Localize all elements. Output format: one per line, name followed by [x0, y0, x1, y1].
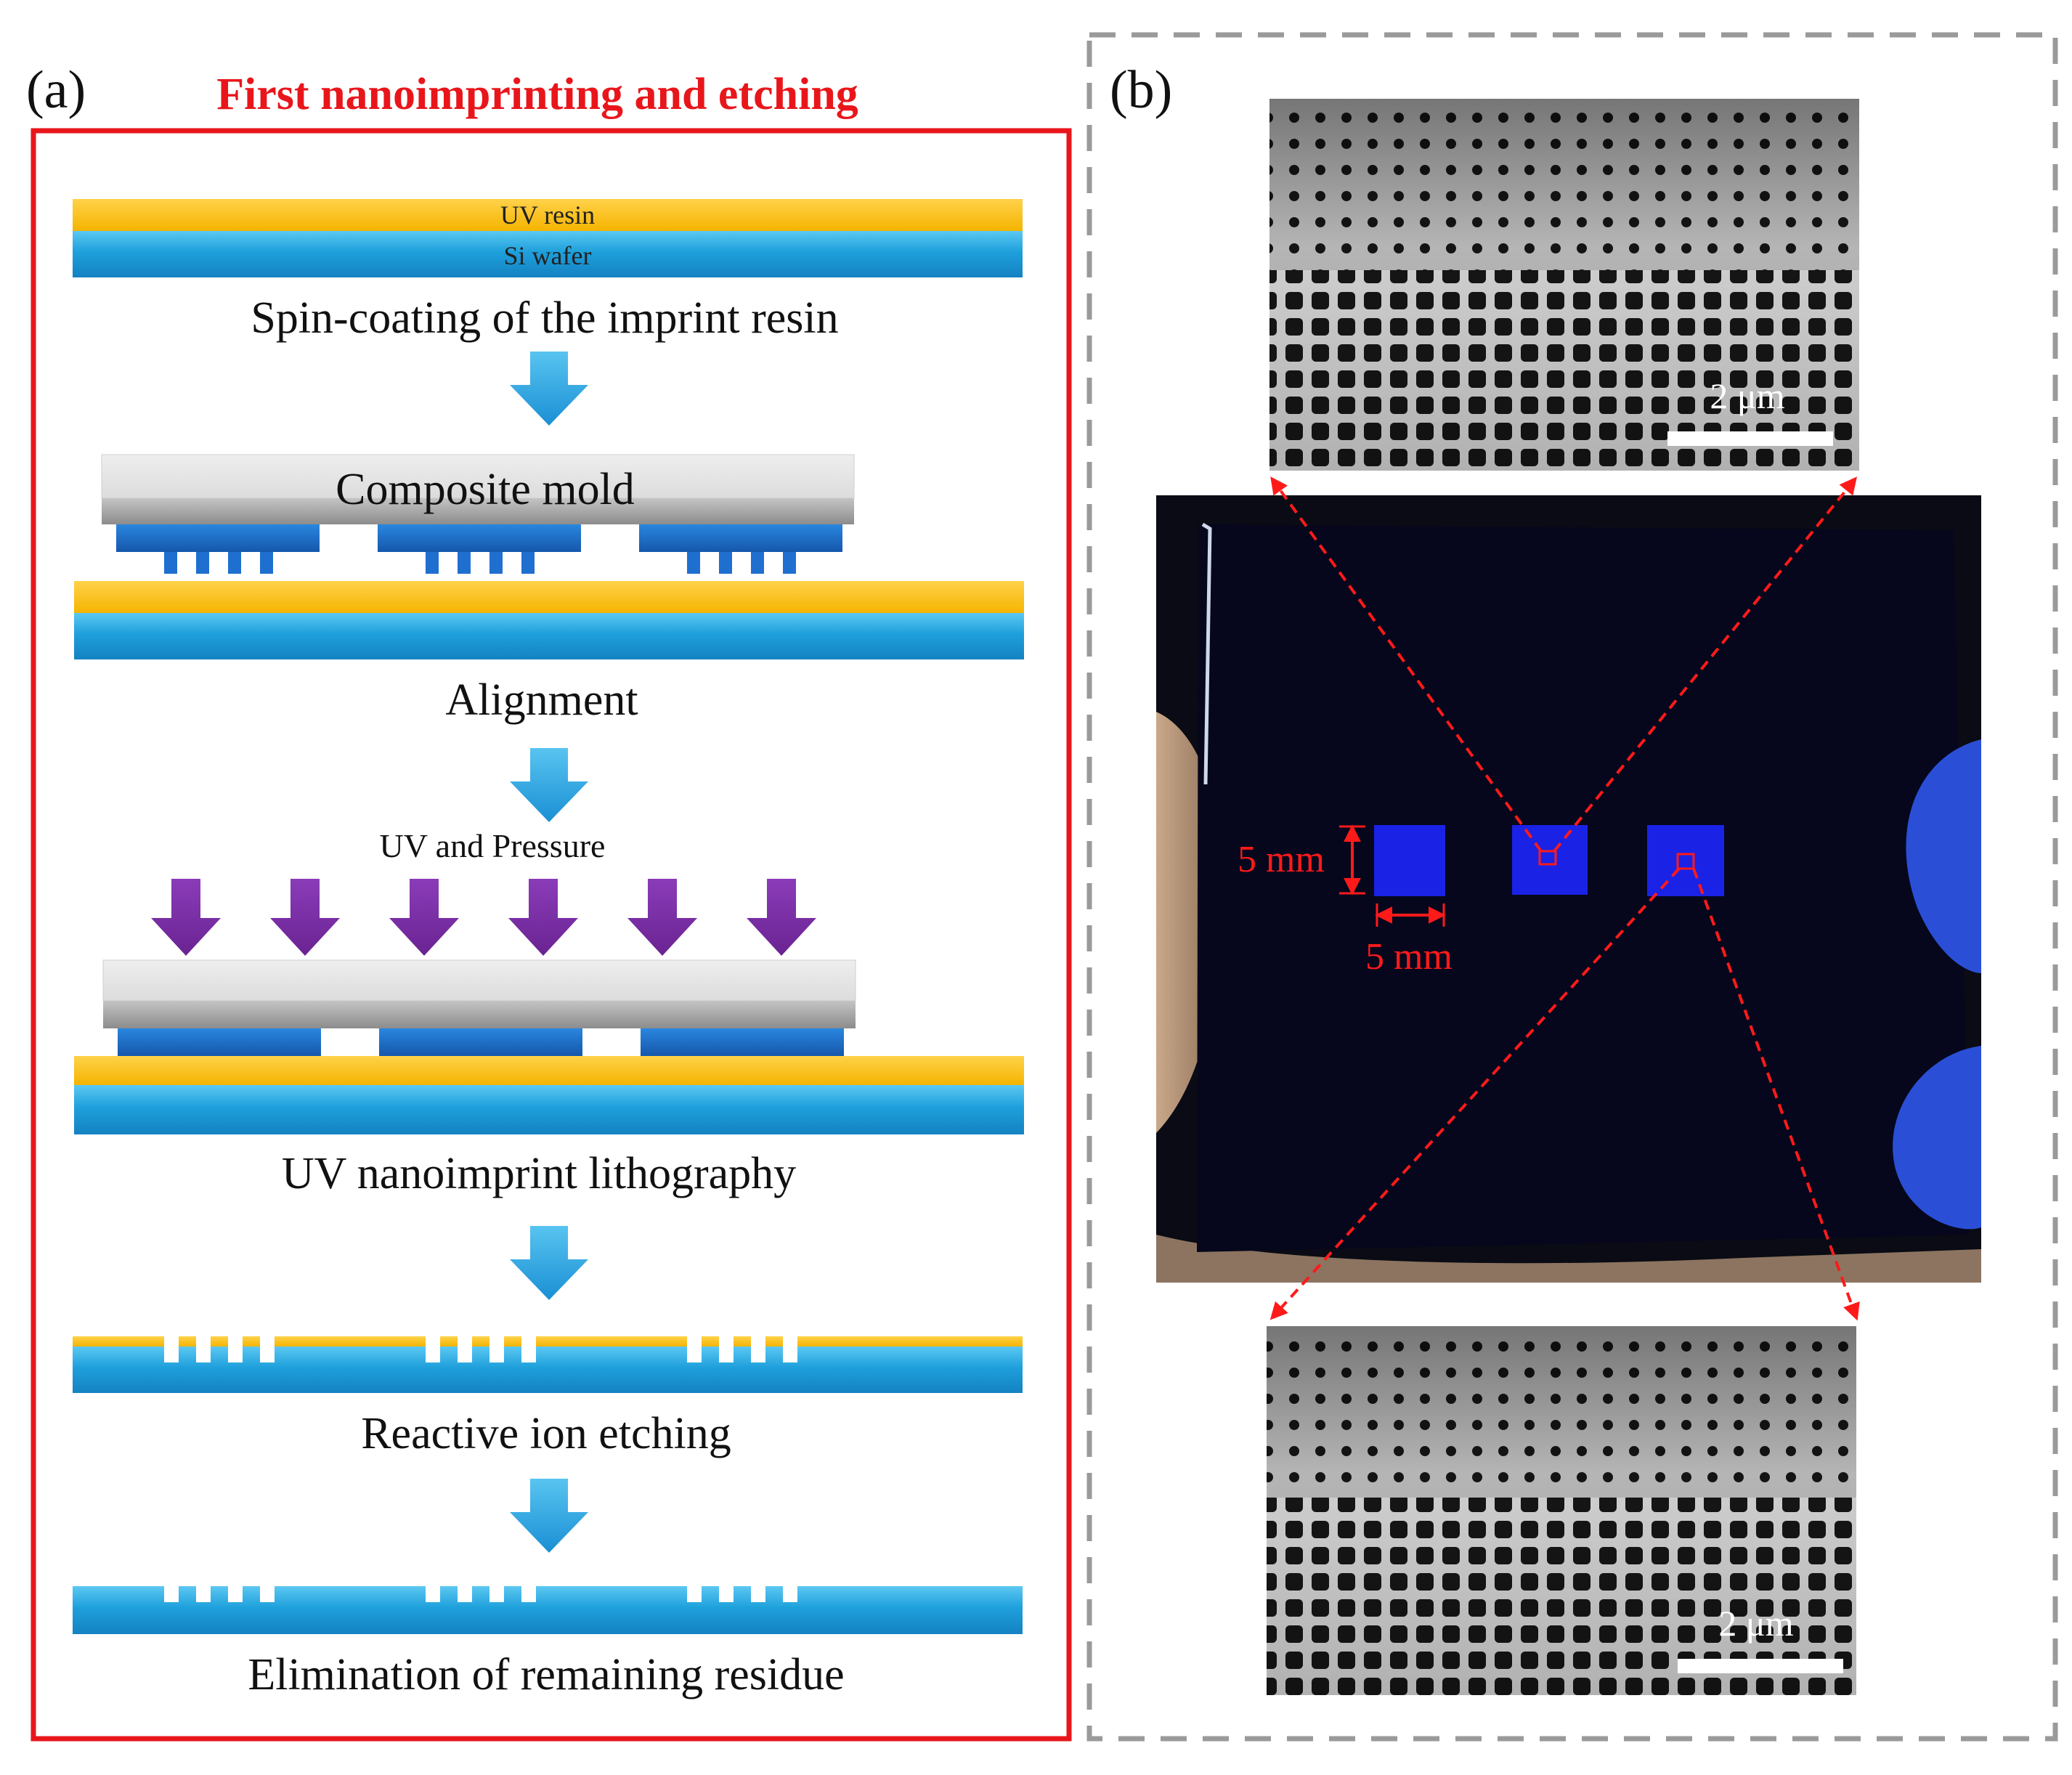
panel-b-label: (b)	[1110, 60, 1172, 120]
step-label-uv-nanoimprint: UV nanoimprint lithography	[282, 1149, 796, 1198]
scale-bar-label-bottom: 2 μm	[1718, 1603, 1793, 1644]
dimension-label-vertical: 5 mm	[1238, 839, 1325, 880]
resin-label: UV resin	[500, 200, 595, 230]
panel-a-frame	[31, 128, 1072, 1742]
panel-a-label: (a)	[26, 60, 86, 120]
uv-arrow-icon	[747, 879, 816, 956]
flow-arrow-icon	[510, 1226, 588, 1300]
composite-mold-band	[102, 498, 854, 524]
flow-arrow-icon	[510, 748, 588, 822]
zoom-region-right	[1676, 853, 1695, 870]
uv-pressure-label: UV and Pressure	[380, 827, 606, 864]
resin-layer	[74, 1056, 1024, 1085]
step-label-alignment: Alignment	[445, 675, 638, 725]
flow-arrow-icon	[510, 352, 588, 426]
step-spin-coating: UV resin Si wafer Spin-coating of the im…	[73, 199, 1023, 343]
tweezer-tip-lower	[1893, 1046, 1981, 1230]
zoom-region-center	[1538, 850, 1557, 866]
wafer-layer	[73, 1347, 1023, 1393]
resin-layer	[73, 1336, 1023, 1347]
step-label-reactive-ion-etching: Reactive ion etching	[361, 1409, 731, 1458]
uv-arrow-icon	[389, 879, 459, 956]
step-reactive-ion-etching: Reactive ion etching	[73, 1336, 1023, 1458]
sem-image-bottom: 2 μm	[1267, 1326, 1856, 1695]
tweezer-tip-upper	[1906, 739, 1981, 973]
step-label-residue-removal: Elimination of remaining residue	[248, 1650, 844, 1699]
imprint-pad-left	[1374, 825, 1445, 896]
step-label-spin-coating: Spin-coating of the imprint resin	[251, 293, 838, 343]
wafer-layer	[73, 231, 1023, 277]
panel-b-frame	[1086, 32, 2058, 1742]
step-alignment: Composite mold Alignment	[74, 454, 1024, 725]
uv-arrow-icon	[151, 879, 221, 956]
scale-bar-bottom	[1678, 1659, 1843, 1673]
uv-arrow-icon	[508, 879, 578, 956]
mold-stamps	[116, 524, 842, 574]
wafer-layer	[74, 613, 1024, 659]
uv-arrow-icon	[627, 879, 697, 956]
imprint-pad-right	[1647, 825, 1724, 896]
flow-arrow-icon	[510, 1479, 588, 1553]
panel-b: (b) 2 μm 5 mm	[1086, 32, 2058, 1742]
etched-trenches	[164, 1586, 797, 1602]
panel-a: (a) First nanoimprinting and etching UV …	[26, 60, 1072, 1742]
composite-mold-body	[101, 454, 855, 499]
sample-edge-glint	[1201, 522, 1212, 785]
mold-label: Composite mold	[336, 465, 635, 514]
resin-layer	[74, 581, 1024, 613]
wafer-layer	[74, 1085, 1024, 1134]
wafer-layer	[73, 1586, 1023, 1634]
scale-bar-label-top: 2 μm	[1710, 375, 1784, 416]
imprint-pad-center	[1512, 825, 1588, 895]
wafer-label: Si wafer	[504, 241, 592, 270]
finger-bottom	[1156, 1235, 1981, 1283]
resin-layer	[73, 199, 1023, 231]
uv-arrow-icon	[270, 879, 340, 956]
uv-pressure-arrows	[151, 879, 816, 956]
dimension-label-horizontal: 5 mm	[1365, 936, 1453, 978]
composite-mold-band	[103, 1001, 856, 1028]
panel-a-title: First nanoimprinting and etching	[216, 70, 858, 119]
scale-bar-top	[1667, 431, 1833, 446]
composite-mold-body	[102, 959, 856, 1002]
step-residue-removal: Elimination of remaining residue	[73, 1586, 1023, 1699]
step-uv-nanoimprint: UV and Pressure UV nanoimprint	[74, 827, 1024, 1198]
etched-trenches	[164, 1336, 797, 1362]
zoom-callouts	[1269, 476, 1860, 1321]
sample-photo: 5 mm 5 mm	[1156, 495, 1981, 1283]
sem-image-top: 2 μm	[1269, 99, 1859, 471]
